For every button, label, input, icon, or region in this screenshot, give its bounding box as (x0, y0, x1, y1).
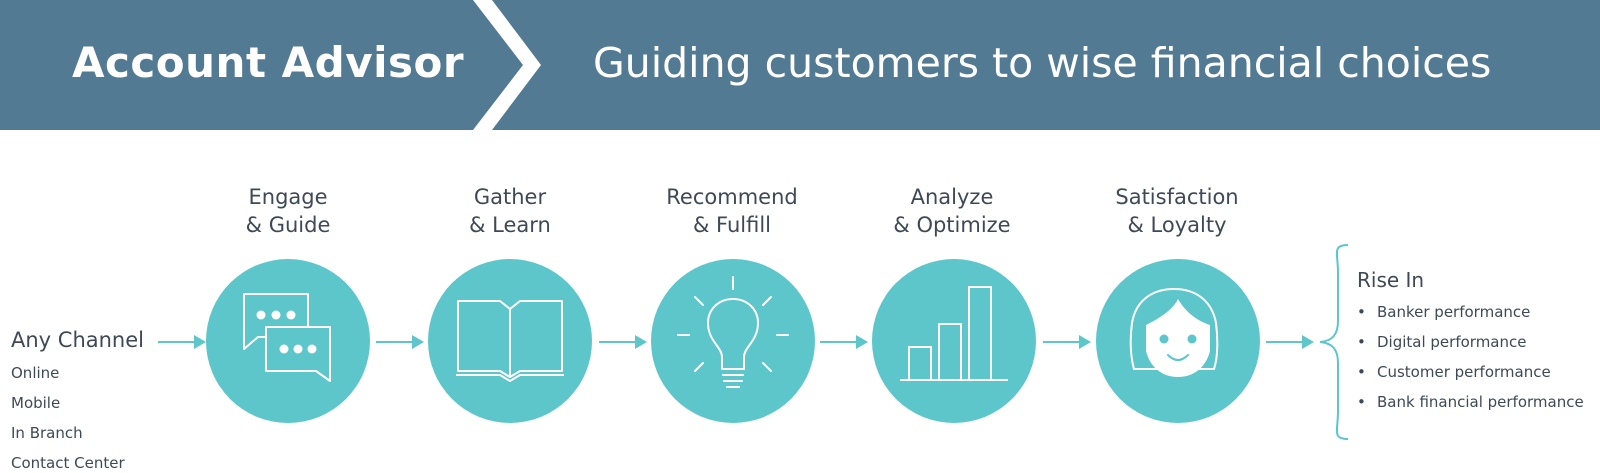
channel-item-mobile: Mobile (11, 394, 61, 412)
smiling-face-icon (1129, 287, 1219, 377)
channel-title: Any Channel (11, 328, 144, 352)
outcomes-title: Rise In (1357, 268, 1425, 292)
stage-circle-recommend (651, 259, 815, 423)
bullet: • (1357, 303, 1366, 321)
outcome-text: Digital performance (1377, 333, 1527, 351)
stage-label-engage: Engage & Guide (178, 183, 398, 239)
arrow-right-icon (599, 335, 647, 349)
stage-label-line: & Guide (245, 213, 331, 237)
outcome-text: Bank financial performance (1377, 393, 1584, 411)
stage-label-line: & Optimize (893, 213, 1011, 237)
outcome-item-bank-financial: • Bank financial performance (1357, 393, 1584, 411)
stage-label-line: Satisfaction (1115, 185, 1239, 209)
open-book-icon (456, 300, 564, 382)
channel-item-in-branch: In Branch (11, 424, 83, 442)
outcome-text: Customer performance (1377, 363, 1551, 381)
stage-label-line: & Loyalty (1127, 213, 1227, 237)
outcome-text: Banker performance (1377, 303, 1531, 321)
bullet: • (1357, 363, 1366, 381)
stage-circle-engage (206, 259, 370, 423)
stage-label-gather: Gather & Learn (400, 183, 620, 239)
stage-label-recommend: Recommend & Fulfill (622, 183, 842, 239)
channel-item-contact-center: Contact Center (11, 454, 125, 472)
bullet: • (1357, 393, 1366, 411)
stage-label-line: Analyze (910, 185, 994, 209)
channel-item-online: Online (11, 364, 60, 382)
banner-tagline: Guiding customers to wise financial choi… (593, 39, 1492, 87)
stage-label-analyze: Analyze & Optimize (842, 183, 1062, 239)
lightbulb-icon (677, 276, 789, 388)
outcome-item-digital: • Digital performance (1357, 333, 1526, 351)
header-banner: Account Advisor Guiding customers to wis… (0, 0, 1600, 130)
arrow-right-icon (1043, 335, 1091, 349)
arrow-right-icon (1266, 335, 1314, 349)
arrow-right-icon (376, 335, 424, 349)
stage-label-line: Engage (248, 185, 328, 209)
stage-label-line: & Fulfill (692, 213, 772, 237)
stage-label-satisfaction: Satisfaction & Loyalty (1067, 183, 1287, 239)
stage-label-line: Gather (473, 185, 547, 209)
arrow-right-icon (158, 335, 206, 349)
curly-brace-icon (1319, 244, 1349, 440)
chat-bubbles-icon (243, 293, 331, 382)
stage-circle-gather (428, 259, 592, 423)
stage-circle-analyze (872, 259, 1036, 423)
chevron-divider-icon (473, 0, 541, 130)
stage-label-line: Recommend (666, 185, 798, 209)
bar-chart-icon (900, 286, 1008, 381)
outcome-item-customer: • Customer performance (1357, 363, 1551, 381)
arrow-right-icon (820, 335, 868, 349)
banner-title: Account Advisor (72, 38, 465, 87)
outcome-item-banker: • Banker performance (1357, 303, 1530, 321)
bullet: • (1357, 333, 1366, 351)
stage-label-line: & Learn (469, 213, 551, 237)
stage-circle-satisfaction (1096, 259, 1260, 423)
